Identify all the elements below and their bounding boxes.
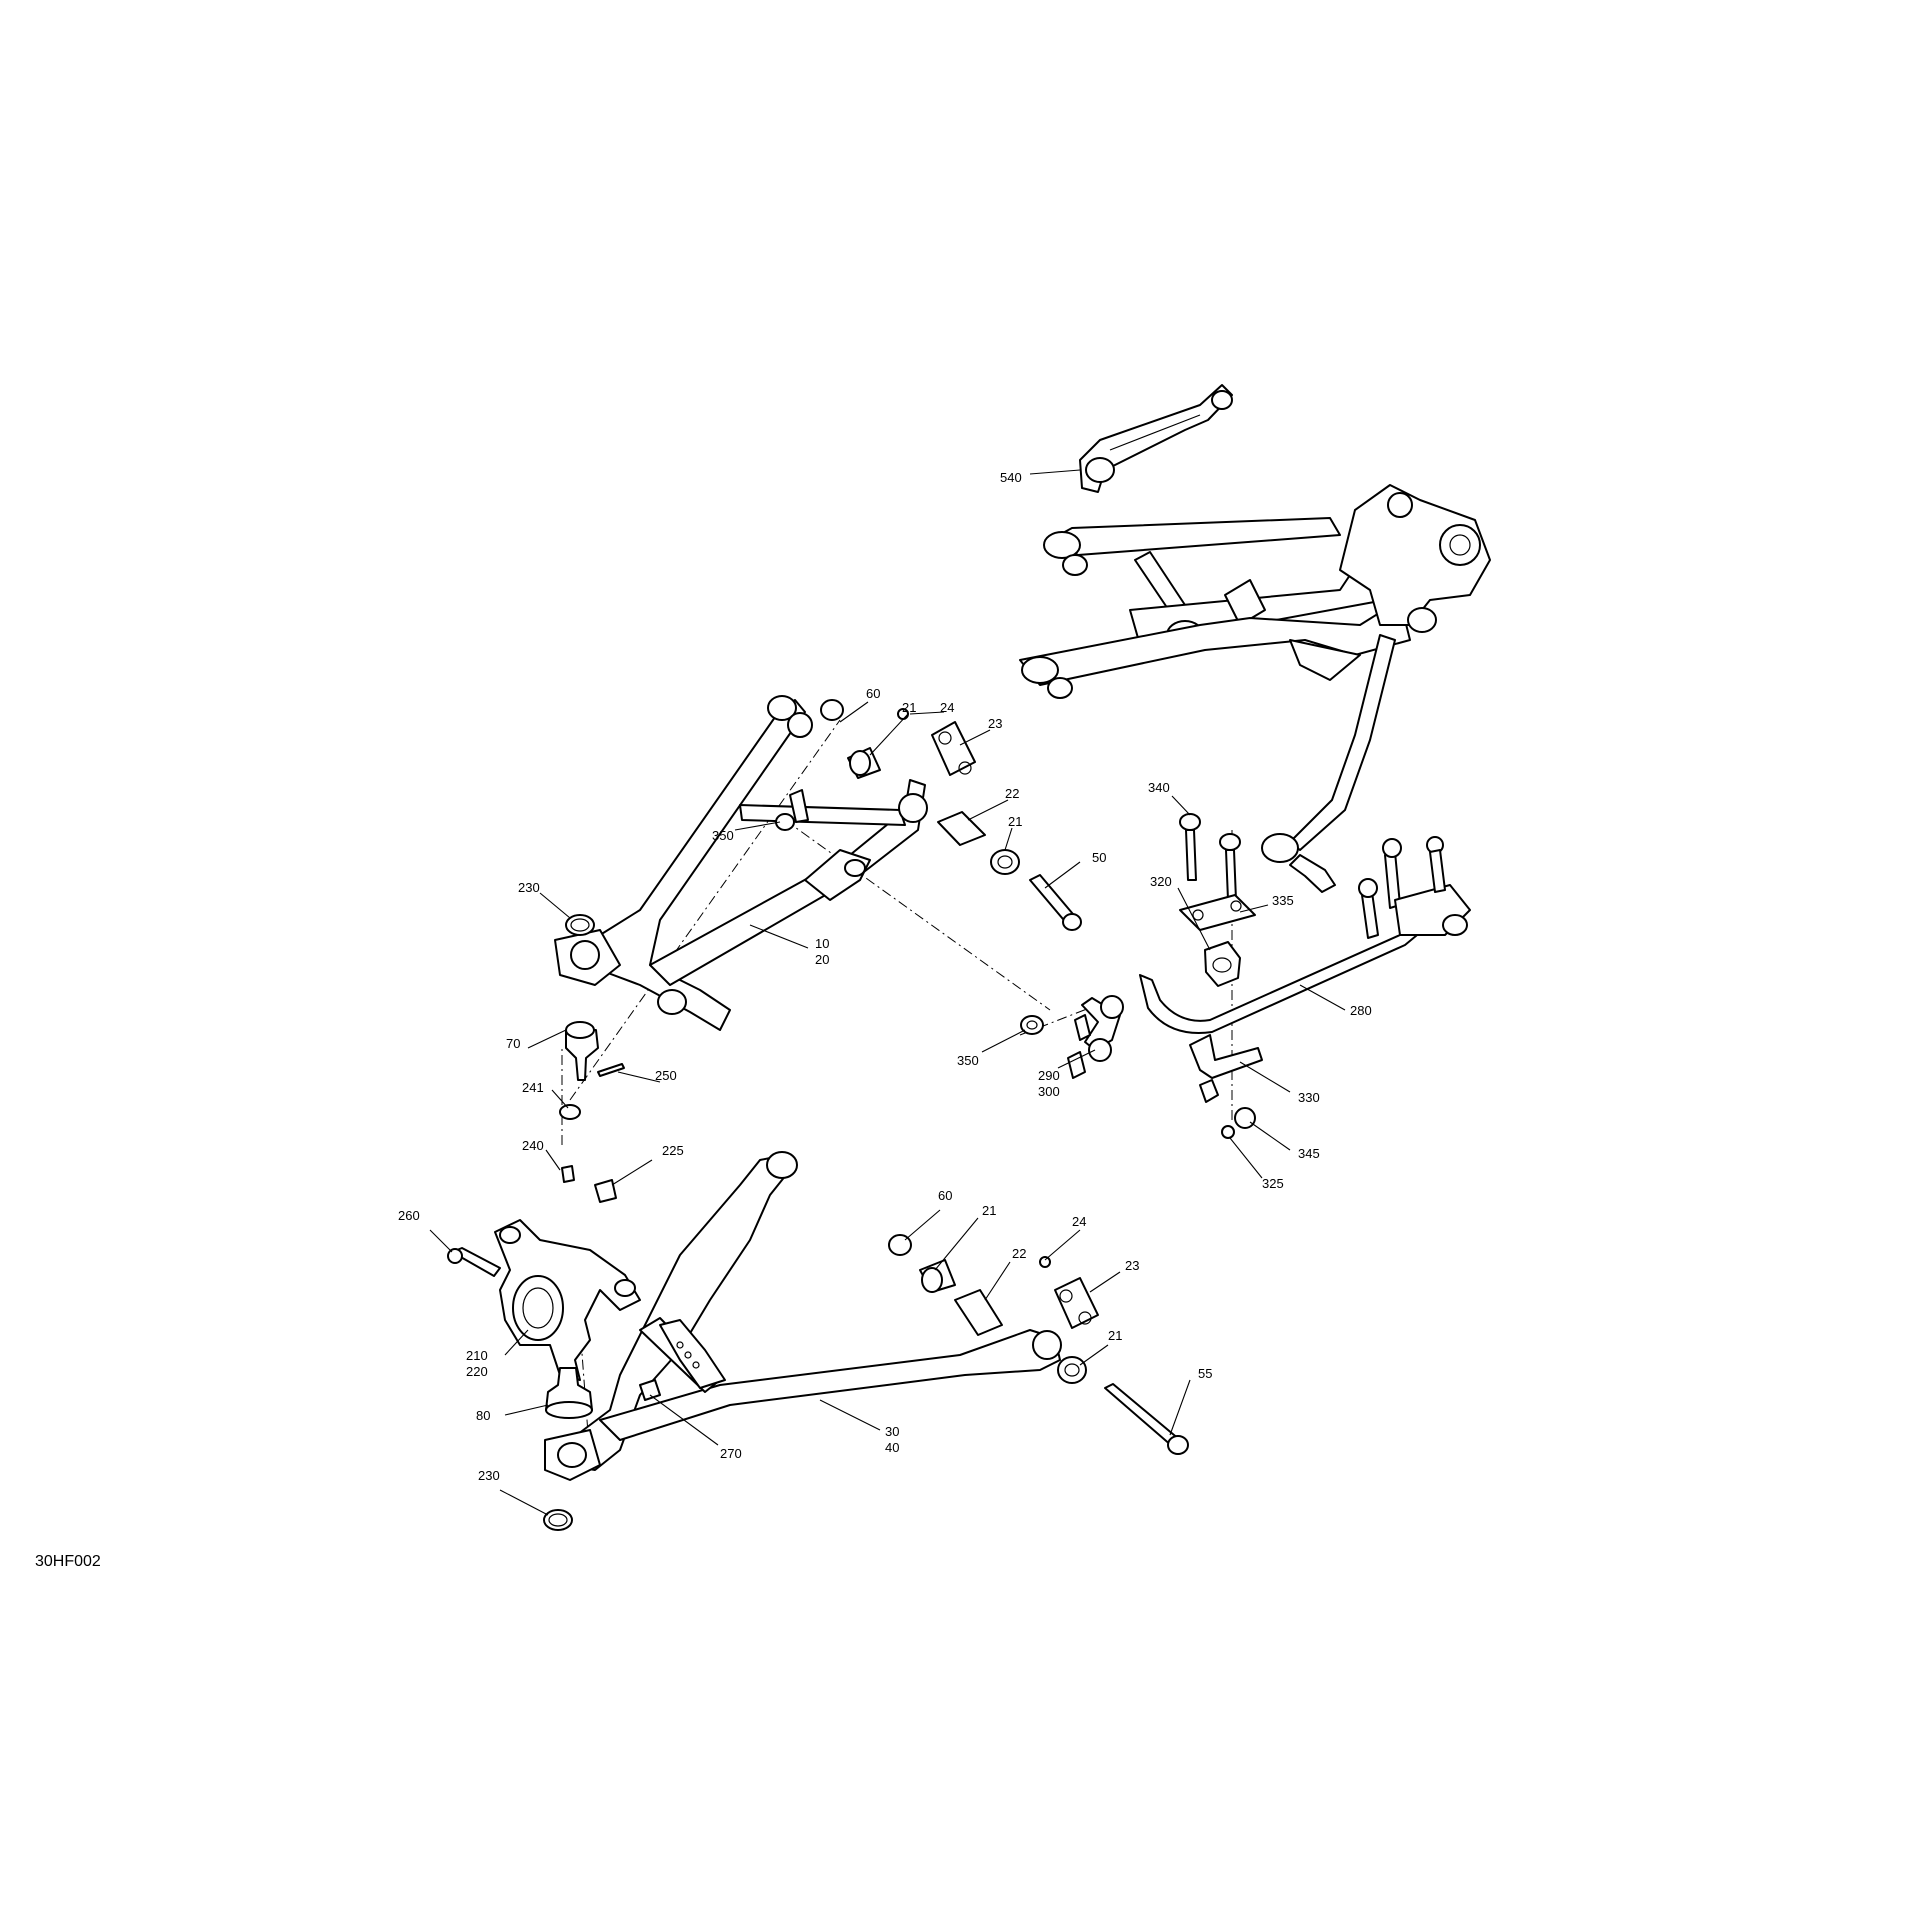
part-30-lower-a-arm <box>544 1151 1062 1481</box>
sway-bar-mount-hardware <box>1179 813 1263 1139</box>
callout-24-lower: 24 <box>1072 1214 1086 1229</box>
part-230-ring-b <box>543 1509 573 1531</box>
upper-arm-hardware <box>820 699 1082 931</box>
callout-23-lower: 23 <box>1125 1258 1139 1273</box>
part-230-ring-a <box>565 914 595 936</box>
callout-325: 325 <box>1262 1176 1284 1191</box>
callout-340: 340 <box>1148 780 1170 795</box>
callout-260: 260 <box>398 1208 420 1223</box>
callout-10: 10 <box>815 936 829 951</box>
callout-22-upper: 22 <box>1005 786 1019 801</box>
callout-23-upper: 23 <box>988 716 1002 731</box>
callout-21-upper-b: 21 <box>1008 814 1022 829</box>
callout-350-upper: 350 <box>712 828 734 843</box>
rear-suspension-assembly <box>1019 484 1491 893</box>
callout-300: 300 <box>1038 1084 1060 1099</box>
callout-80: 80 <box>476 1408 490 1423</box>
callout-70: 70 <box>506 1036 520 1051</box>
callout-21-lower-b: 21 <box>1108 1328 1122 1343</box>
callout-55: 55 <box>1198 1366 1212 1381</box>
part-10-upper-a-arm <box>554 695 928 1031</box>
upper-ball-joint-hardware <box>559 1021 625 1203</box>
callout-290: 290 <box>1038 1068 1060 1083</box>
callout-335: 335 <box>1272 893 1294 908</box>
callout-labels: 540 60 21 24 23 22 21 50 350 230 10 20 3… <box>398 470 1372 1483</box>
callout-22-lower: 22 <box>1012 1246 1026 1261</box>
callout-280: 280 <box>1350 1003 1372 1018</box>
callout-250: 250 <box>655 1068 677 1083</box>
callout-60-lower: 60 <box>938 1188 952 1203</box>
callout-50: 50 <box>1092 850 1106 865</box>
callout-241: 241 <box>522 1080 544 1095</box>
part-280-sway-bar <box>1139 836 1471 1034</box>
part-210-knuckle <box>447 1219 641 1381</box>
part-290-sway-link <box>1067 995 1124 1079</box>
callout-230-upper: 230 <box>518 880 540 895</box>
callout-30: 30 <box>885 1424 899 1439</box>
lower-arm-hardware <box>888 1234 1189 1455</box>
callout-240: 240 <box>522 1138 544 1153</box>
part-540-trailing-arm <box>1079 384 1233 493</box>
callout-230-lower: 230 <box>478 1468 500 1483</box>
callout-540: 540 <box>1000 470 1022 485</box>
diagram-code: 30HF002 <box>35 1553 101 1570</box>
callout-24-upper: 24 <box>940 700 954 715</box>
callout-21-upper-a: 21 <box>902 700 916 715</box>
callout-220: 220 <box>466 1364 488 1379</box>
callout-330: 330 <box>1298 1090 1320 1105</box>
callout-350-lower: 350 <box>957 1053 979 1068</box>
part-80-lower-ball-joint <box>545 1367 593 1419</box>
callout-225: 225 <box>662 1143 684 1158</box>
part-350-nut-a <box>775 813 795 831</box>
callout-210: 210 <box>466 1348 488 1363</box>
callout-40: 40 <box>885 1440 899 1455</box>
callout-345: 345 <box>1298 1146 1320 1161</box>
callout-320: 320 <box>1150 874 1172 889</box>
part-350-nut-b <box>1020 1015 1044 1035</box>
callout-21-lower-a: 21 <box>982 1203 996 1218</box>
callout-270: 270 <box>720 1446 742 1461</box>
callout-60-upper: 60 <box>866 686 880 701</box>
callout-20: 20 <box>815 952 829 967</box>
leader-lines <box>429 469 1346 1516</box>
